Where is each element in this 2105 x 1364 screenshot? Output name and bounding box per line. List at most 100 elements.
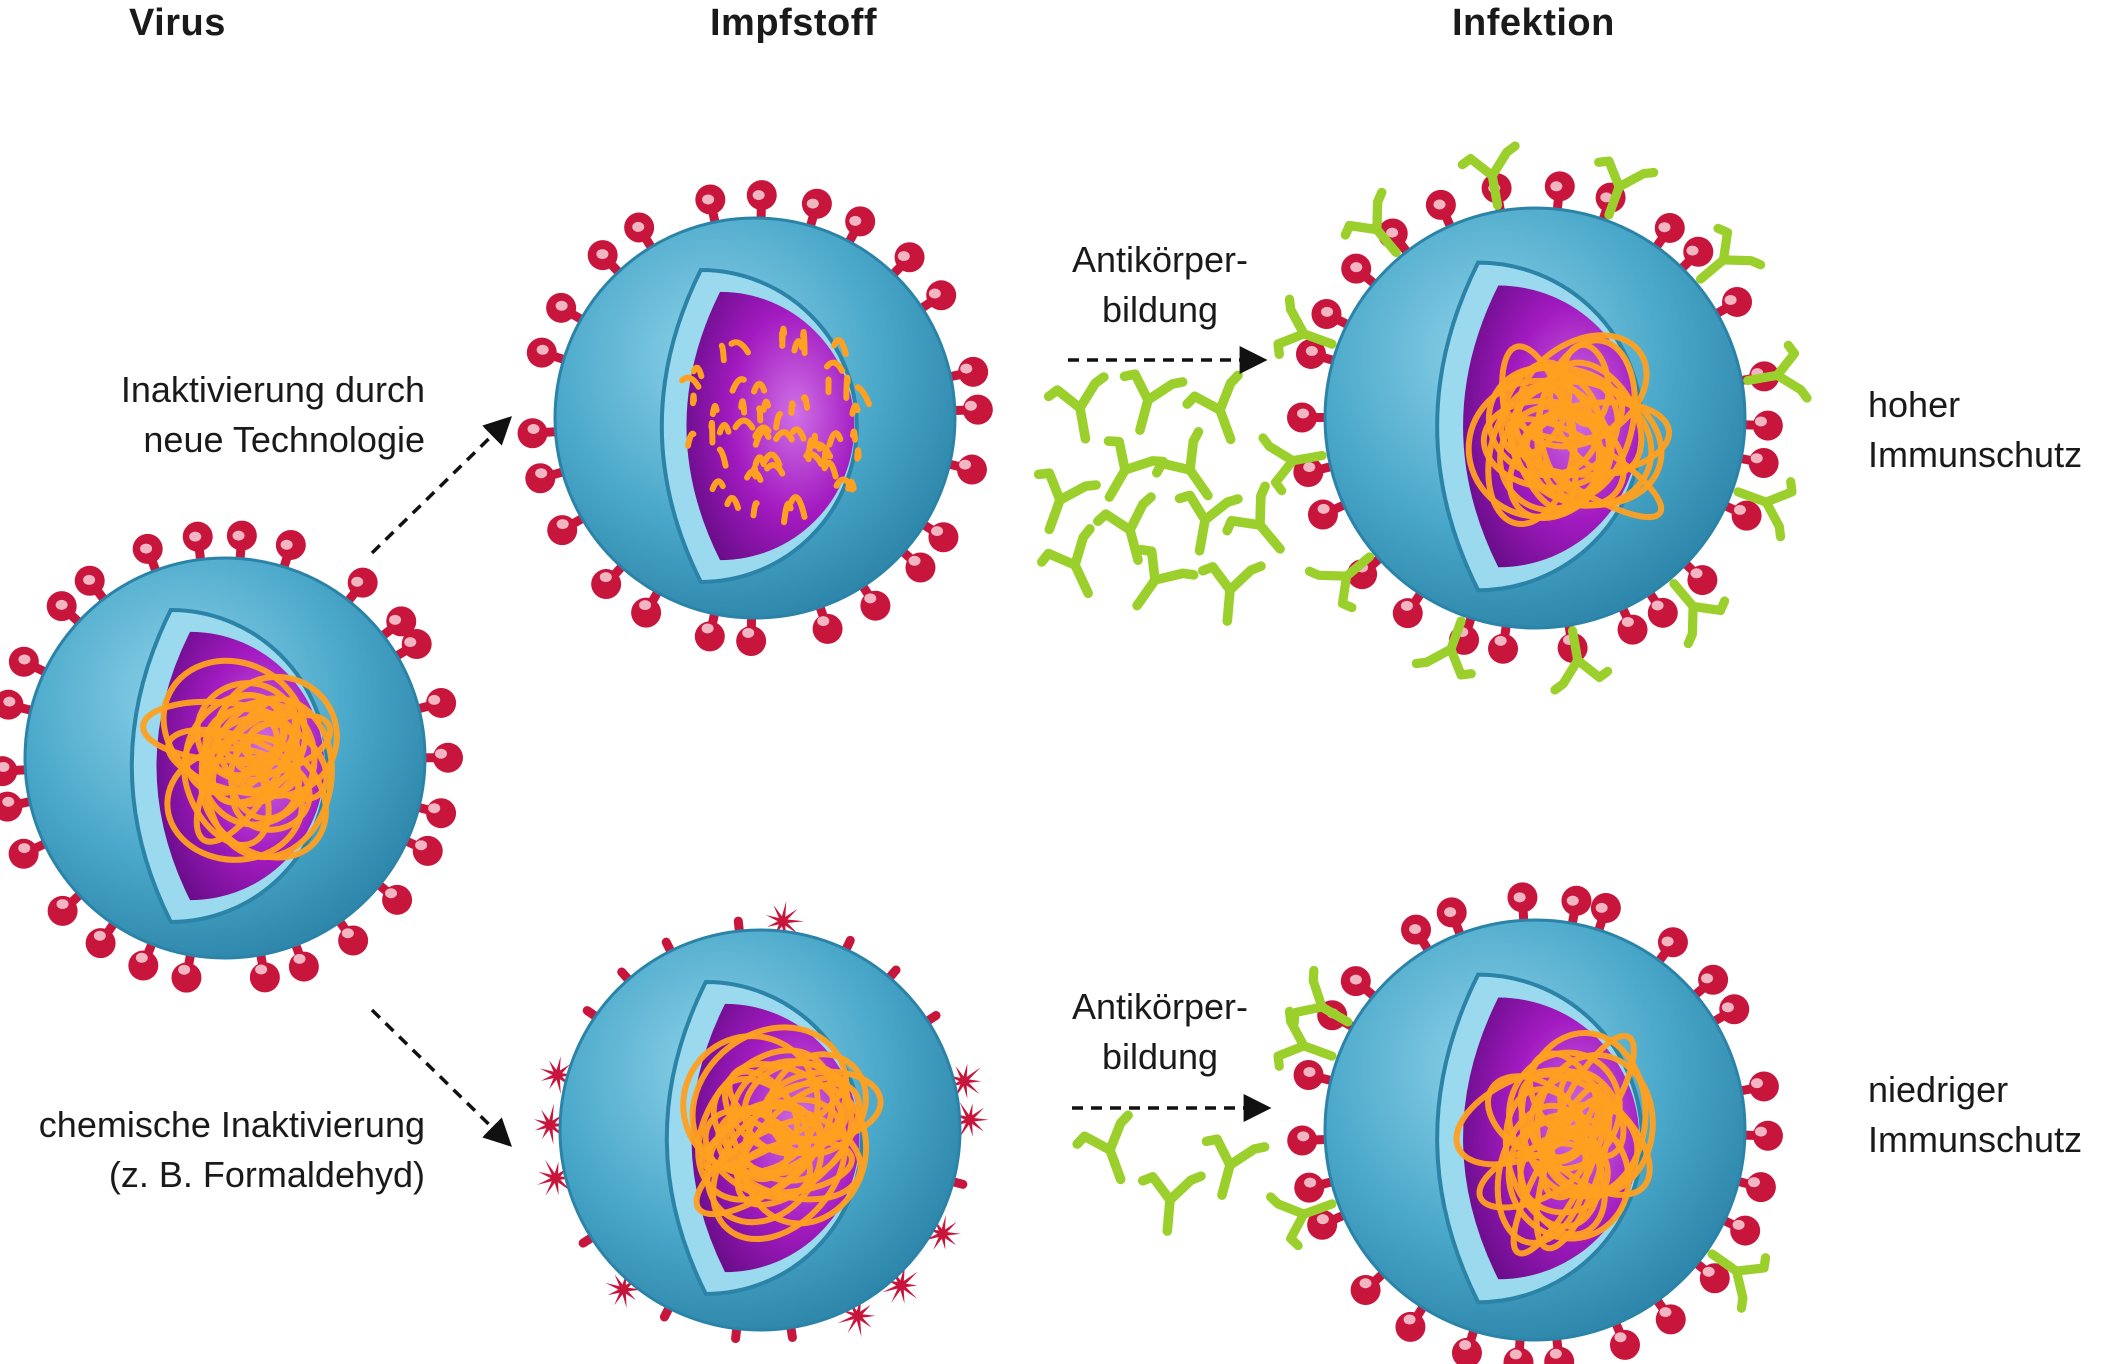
antibody-stem — [1669, 578, 1698, 612]
antibody — [1273, 294, 1337, 359]
top-outcome-line2: Immunschutz — [1868, 434, 2083, 475]
rna-strand — [765, 1051, 869, 1158]
rna-strand — [1534, 337, 1638, 502]
antibody-arm-right — [1683, 601, 1698, 649]
antibody-arm-right — [1255, 481, 1270, 530]
spike-highlight — [849, 215, 862, 226]
antibody — [1695, 223, 1766, 284]
antibody-stem — [1299, 1199, 1337, 1219]
antibody-stem — [1215, 405, 1236, 445]
spike-head — [956, 454, 987, 485]
antibody-stem — [1372, 224, 1401, 258]
spike-head — [412, 835, 443, 866]
rna-fragment — [812, 441, 834, 460]
antibody — [1043, 372, 1109, 444]
spike-highlight — [701, 623, 714, 634]
antibody-stem — [1288, 450, 1327, 466]
rna-fragment — [854, 384, 873, 408]
antibody — [1119, 369, 1188, 435]
spike-highlight — [1509, 1349, 1522, 1360]
antibody-arm-right — [1125, 492, 1156, 535]
rna-fragment — [738, 398, 748, 416]
spike-highlight — [55, 599, 68, 610]
spike-highlight — [806, 198, 819, 209]
antibody-arm-left — [1119, 369, 1153, 405]
spike-highlight — [908, 555, 921, 566]
antibody-arm-left — [1043, 385, 1085, 413]
spike-highlight — [280, 539, 293, 550]
rna-fragment — [849, 428, 859, 443]
spike-highlight — [596, 249, 609, 260]
antibody-arm-left — [1270, 456, 1298, 496]
spike-head — [905, 552, 936, 583]
spike-head — [1731, 500, 1762, 531]
spike-head — [1745, 1172, 1776, 1203]
spike-highlight — [189, 531, 202, 542]
antibody-arm-left — [1731, 1253, 1771, 1276]
rna-fragment — [849, 402, 861, 417]
damaged-spike — [923, 1215, 961, 1250]
spike-highlight — [1748, 1177, 1761, 1188]
antibody-stem — [1217, 1160, 1235, 1200]
rna-fragment — [756, 405, 764, 424]
antibody — [1707, 1249, 1771, 1313]
antibody-arm-right — [1070, 524, 1095, 570]
antibody-stem — [1299, 1041, 1337, 1061]
spike-highlight — [632, 221, 645, 232]
top-method-line2: neue Technologie — [143, 419, 425, 460]
antibody-stem — [1733, 487, 1771, 507]
rna-fragment — [788, 400, 796, 416]
top-antibody-line1: Antikörper- — [1071, 239, 1249, 280]
antibody-arm-left — [1273, 1041, 1309, 1071]
spike-highlight — [1658, 222, 1671, 233]
rna-strand — [1500, 364, 1626, 443]
antibody-arm-left — [1761, 477, 1797, 507]
antibody-stem — [1299, 329, 1337, 349]
spike-highlight — [1494, 635, 1507, 646]
spike-highlight — [1600, 192, 1613, 203]
spike-highlight — [404, 637, 417, 648]
antibody-arm-right — [1075, 372, 1109, 413]
top-antibody-line2: bildung — [1101, 289, 1219, 330]
spike-head — [1647, 597, 1678, 628]
header-vaccine: Impfstoff — [710, 2, 878, 44]
damaged-spike — [537, 1159, 573, 1196]
spike-head — [1294, 1172, 1325, 1203]
antibody-stem — [1222, 585, 1235, 626]
spike-head — [547, 515, 578, 546]
antibody-arm-left — [1273, 329, 1309, 359]
antibody-arm-right — [1258, 433, 1298, 466]
rna-fragment — [800, 394, 810, 411]
rna-strand — [693, 1116, 825, 1218]
spike-head — [1722, 286, 1753, 317]
antibody — [1093, 492, 1156, 565]
antibody — [1550, 626, 1613, 695]
antibody-arm-right — [1266, 1192, 1309, 1219]
rna-fragment — [750, 464, 759, 480]
spike-highlight — [964, 400, 977, 411]
spike-highlight — [351, 576, 364, 587]
spike-highlight — [1317, 503, 1330, 514]
spike-head — [1698, 964, 1729, 995]
spike-head — [1655, 1304, 1686, 1335]
spike-highlight — [1721, 1002, 1734, 1013]
spike-head — [1307, 1209, 1338, 1240]
spike-highlight — [178, 964, 191, 975]
antibody-stem — [1255, 520, 1285, 554]
antibody-arm-left — [1033, 468, 1065, 505]
rna-strand — [1502, 1086, 1603, 1230]
antibody — [1036, 524, 1095, 599]
spike-highlight — [639, 600, 652, 611]
antibody-stem — [1044, 495, 1065, 535]
rna-fragment — [764, 462, 786, 477]
antibody-stem — [1341, 552, 1375, 581]
spike-head — [338, 925, 369, 956]
spike-highlight — [1651, 600, 1664, 611]
spike-head — [928, 522, 959, 553]
antibody-arm-right — [1225, 561, 1266, 595]
antibody-arm-left — [1036, 548, 1080, 570]
rna-fragment — [708, 420, 716, 446]
spike-highlight — [93, 930, 106, 941]
